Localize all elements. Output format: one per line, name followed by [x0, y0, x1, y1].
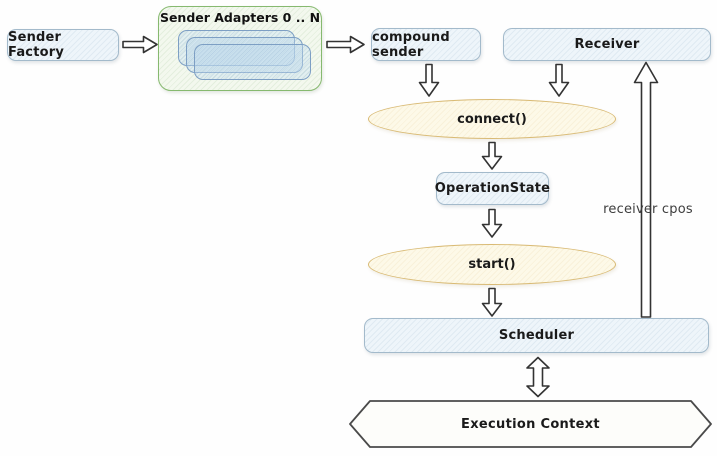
node-scheduler: Scheduler [364, 318, 709, 353]
node-sender-adapters-group: Sender Adapters 0 .. N [158, 6, 322, 91]
sender-adapter-item [194, 44, 311, 80]
edge-label-receiver-cpos: receiver cpos [603, 202, 693, 217]
arrow-down-icon [418, 63, 440, 98]
arrow-down-icon [481, 287, 503, 318]
node-start-label: start() [468, 257, 516, 272]
node-sender-adapters-label: Sender Adapters 0 .. N [159, 10, 321, 25]
node-operation-state: OperationState [434, 172, 551, 205]
node-receiver-label: Receiver [574, 37, 640, 52]
node-receiver: Receiver [503, 28, 711, 61]
arrow-down-icon [548, 63, 570, 98]
node-compound-sender: compound sender [371, 28, 481, 61]
node-execution-context-label: Execution Context [461, 416, 600, 432]
arrow-up-long-icon [633, 61, 659, 318]
arrow-down-icon [481, 208, 503, 239]
node-connect-label: connect() [457, 111, 527, 127]
node-connect: connect() [368, 99, 616, 139]
node-execution-context: Execution Context [348, 400, 713, 448]
node-scheduler-label: Scheduler [498, 328, 575, 343]
node-start: start() [368, 244, 616, 285]
arrow-right-icon [122, 35, 159, 54]
sender-adapter-item [186, 37, 303, 73]
node-sender-factory-label: Sender Factory [8, 30, 65, 60]
node-operation-state-label: OperationState [434, 181, 551, 196]
arrow-double-vertical-icon [525, 356, 551, 398]
arrow-right-icon [326, 35, 366, 54]
sender-adapter-item [178, 30, 295, 66]
arrow-down-icon [481, 141, 503, 171]
node-sender-factory: Sender Factory [7, 29, 119, 61]
node-compound-sender-label: compound sender [372, 29, 450, 60]
